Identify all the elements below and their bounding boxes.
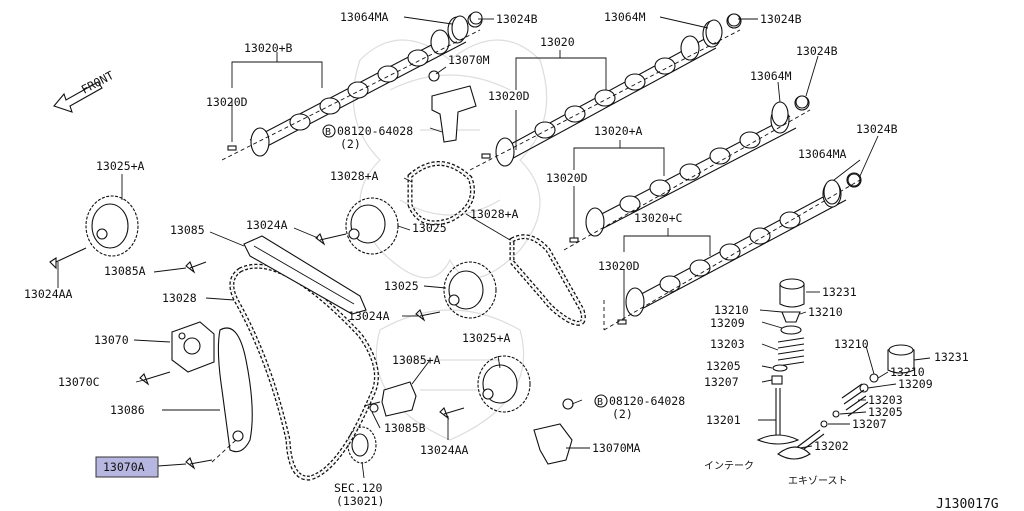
- label-13085A-1: 13085A: [104, 264, 146, 278]
- label-13210-d: 13210: [890, 365, 925, 379]
- label-08120-top-qty: (2): [340, 137, 361, 151]
- label-13028: 13028: [162, 291, 197, 305]
- label-13086: 13086: [110, 403, 145, 417]
- bracket-13085A: [369, 381, 417, 417]
- label-13205-b: 13205: [868, 405, 903, 419]
- bolt-mark-bottom: B: [594, 394, 608, 408]
- leader-lines: [57, 16, 931, 479]
- label-13020D-d: 13020D: [598, 259, 640, 273]
- chain-guide-13085: [243, 235, 367, 315]
- sprocket-13025-lower: [443, 261, 497, 319]
- label-08120-top: 08120-64028: [337, 124, 413, 138]
- label-13070A: 13070A: [103, 460, 145, 474]
- label-13085A-2: 13085+A: [392, 353, 441, 367]
- label-13020A: 13020+A: [594, 124, 643, 138]
- label-13210-b: 13210: [808, 305, 843, 319]
- tensioner-arm-13086: [217, 327, 253, 453]
- label-13025: 13025: [412, 221, 447, 235]
- sprocket-13025: [345, 197, 399, 255]
- label-sec120: SEC.120: [334, 481, 383, 495]
- label-13020B: 13020+B: [244, 41, 293, 55]
- label-13207-a: 13207: [704, 375, 739, 389]
- label-13203-b: 13203: [868, 393, 903, 407]
- label-13210-a: 13210: [714, 303, 749, 317]
- label-13203-a: 13203: [710, 337, 745, 351]
- dowel-pins: [227, 145, 627, 325]
- label-13201: 13201: [706, 413, 741, 427]
- label-13024AA-l: 13024AA: [24, 287, 73, 301]
- callout-labels: 13064MA 13024B 13064M 13024B 13020+B 130…: [24, 10, 999, 511]
- label-13024B-r2: 13024B: [856, 122, 898, 136]
- label-intake: インテーク: [704, 460, 754, 472]
- label-13207-b: 13207: [852, 417, 887, 431]
- label-13064M-r: 13064M: [750, 69, 792, 83]
- label-13020D-b: 13020D: [488, 89, 530, 103]
- cam-phasers: [451, 11, 861, 205]
- label-13024A-1: 13024A: [246, 218, 288, 232]
- label-exhaust: エキゾースト: [788, 475, 848, 487]
- diagram-id-code: J130017G: [936, 497, 999, 511]
- label-13070C: 13070C: [58, 375, 100, 389]
- camshaft-13020: [495, 13, 742, 167]
- label-08120-bot: 08120-64028: [609, 394, 685, 408]
- label-13020D-a: 13020D: [206, 95, 248, 109]
- label-13020C: 13020+C: [634, 211, 683, 225]
- label-13024B-top1: 13024B: [496, 12, 538, 26]
- sprocket-13025A-lower: [477, 355, 531, 413]
- label-13025A-top: 13025+A: [96, 159, 145, 173]
- label-sec120-sub: (13021): [336, 494, 384, 508]
- label-13231-a: 13231: [822, 285, 857, 299]
- tensioner-13070MA: [533, 398, 574, 465]
- label-13209-a: 13209: [710, 316, 745, 330]
- label-08120-bot-qty: (2): [612, 407, 633, 421]
- sprocket-13025A-upper: [85, 195, 139, 257]
- label-13024B-r: 13024B: [796, 44, 838, 58]
- bolt-mark-bottom-letter: B: [597, 397, 603, 408]
- label-13020: 13020: [540, 35, 575, 49]
- label-13028A: 13028+A: [470, 207, 519, 221]
- tensioner-13070M: [428, 70, 477, 143]
- label-13209-b: 13209: [898, 377, 933, 391]
- label-13202: 13202: [814, 439, 849, 453]
- bolts: [49, 233, 465, 470]
- chain-13028A: [509, 234, 586, 326]
- front-label: FRONT: [79, 68, 116, 97]
- label-13020D-c: 13020D: [546, 171, 588, 185]
- label-13070: 13070: [94, 333, 129, 347]
- label-13231-b: 13231: [934, 350, 969, 364]
- bolt-mark-top-letter: B: [325, 127, 331, 138]
- label-13210-c: 13210: [834, 337, 869, 351]
- highlight-13070A[interactable]: 13070A: [95, 456, 159, 478]
- label-13064MA-r: 13064MA: [798, 147, 847, 161]
- chain-13028B: [407, 161, 475, 226]
- bolt-mark-top: B: [322, 124, 336, 138]
- label-13064MA-top: 13064MA: [340, 10, 389, 24]
- label-13024AA-b: 13024AA: [420, 443, 469, 457]
- label-13025A-b: 13025+A: [462, 331, 511, 345]
- chain-13028: [229, 263, 379, 481]
- label-13028B: 13028+A: [330, 169, 379, 183]
- label-13064M-top: 13064M: [604, 10, 646, 24]
- label-13205-a: 13205: [706, 359, 741, 373]
- label-13070MA: 13070MA: [592, 441, 641, 455]
- label-13085: 13085: [170, 223, 205, 237]
- label-13070M: 13070M: [448, 53, 490, 67]
- front-arrow: FRONT: [53, 68, 116, 113]
- label-13085B: 13085B: [384, 421, 426, 435]
- valve-train: [756, 278, 915, 460]
- label-13025-b: 13025: [384, 279, 419, 293]
- label-13024B-top2: 13024B: [760, 12, 802, 26]
- label-13024A-2: 13024A: [348, 309, 390, 323]
- tensioner-13070: [171, 321, 215, 373]
